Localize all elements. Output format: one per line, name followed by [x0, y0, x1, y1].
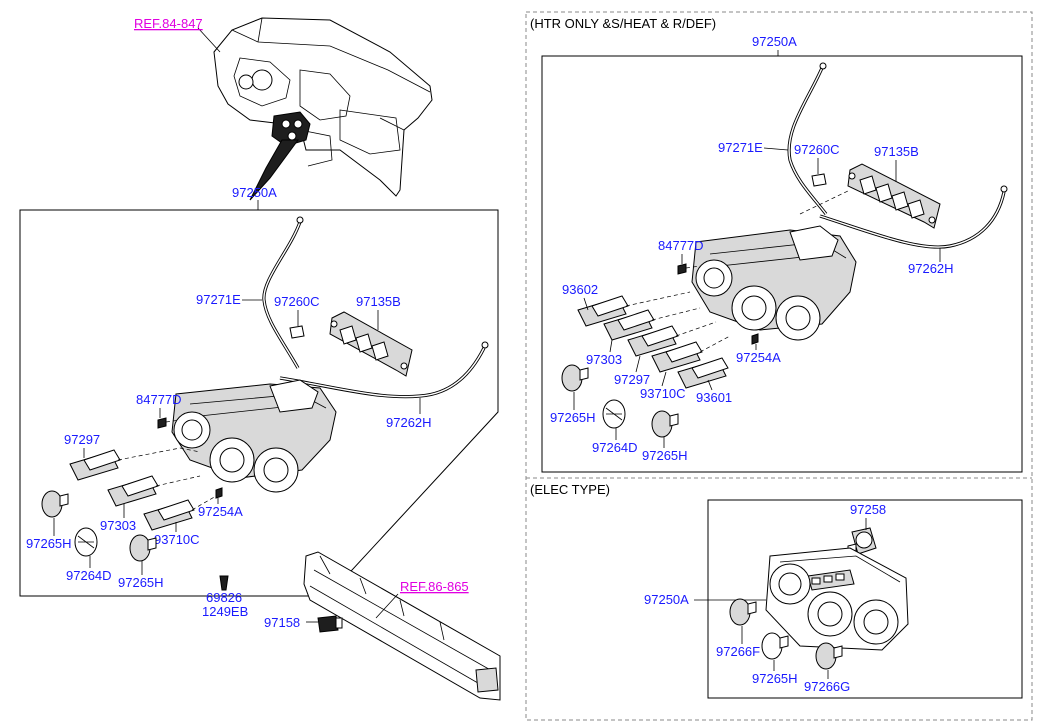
knob-97265h-left-b	[129, 534, 157, 562]
label-bolt-a: 69826	[206, 590, 242, 605]
switch-93710c-rt	[651, 341, 703, 373]
cable-97262h-rt	[819, 185, 1008, 249]
electronic-control-unit	[765, 547, 909, 651]
label-switch-b-rt: 97303	[586, 352, 622, 367]
label-actuator: 97258	[850, 502, 886, 517]
label-switch-a-rt: 97297	[614, 372, 650, 387]
panel-97135b	[329, 311, 413, 377]
cable-97262h	[279, 341, 489, 399]
knob-97264d-left	[74, 527, 98, 557]
label-knob-b-rt: 97264D	[592, 440, 638, 455]
knob-97264d-rt	[602, 399, 626, 429]
panel-97135b-rt	[847, 163, 941, 229]
ref-bar-label[interactable]: REF.86-865	[400, 579, 469, 594]
label-screw-rt: 84777D	[658, 238, 704, 253]
knob-97266f	[729, 598, 757, 626]
label-sensor: 97158	[264, 615, 300, 630]
label-clip-left: 97260C	[274, 294, 320, 309]
label-bulb-rt: 97254A	[736, 350, 781, 365]
label-knob-a-left: 97265H	[26, 536, 72, 551]
knob-97265h-left-a	[41, 490, 69, 518]
label-knob-a-rb: 97266F	[716, 644, 760, 659]
bolt-69826	[219, 575, 229, 591]
heater-control-unit-left	[171, 379, 337, 493]
switch-93601	[677, 357, 729, 389]
label-panel-left: 97135B	[356, 294, 401, 309]
switch-97297-rt	[627, 325, 679, 357]
switch-93602	[577, 295, 629, 327]
right-bottom-frame	[707, 499, 1023, 699]
switch-97303	[107, 475, 159, 507]
crossbar-illustration	[303, 551, 501, 701]
screw-84777d	[157, 417, 167, 429]
left-assembly-frame	[19, 209, 499, 597]
label-switch-b-left: 97303	[100, 518, 136, 533]
right-outer-frame	[525, 11, 1033, 721]
switch-93710c	[143, 499, 195, 531]
switch-97297	[69, 449, 121, 481]
knob-97266g	[815, 642, 843, 670]
clip-97260c	[289, 325, 305, 339]
label-assembly-rb: 97250A	[644, 592, 689, 607]
bulb-97254a-rt	[751, 333, 759, 345]
clip-97260c-rt	[811, 173, 827, 187]
label-knob-b-left: 97264D	[66, 568, 112, 583]
label-cable-b-left: 97262H	[386, 415, 432, 430]
ref-dash-label[interactable]: REF.84-847	[134, 16, 203, 31]
knob-97265h-rt-b	[651, 410, 679, 438]
label-knob-a-rt: 97265H	[550, 410, 596, 425]
label-switch-d-rt: 93602	[562, 282, 598, 297]
dashboard-illustration	[213, 17, 433, 201]
sensor-97158	[317, 615, 343, 633]
label-switch-a-left: 97297	[64, 432, 100, 447]
label-knob-c-left: 97265H	[118, 575, 164, 590]
ref-leader-dash	[197, 27, 221, 53]
label-bolt-b: 1249EB	[202, 604, 248, 619]
label-cable-a-left: 97271E	[196, 292, 241, 307]
cable-97271e-rt	[787, 62, 828, 215]
label-screw-left: 84777D	[136, 392, 182, 407]
label-knob-c-rt: 97265H	[642, 448, 688, 463]
label-knob-b-rb: 97265H	[752, 671, 798, 686]
knob-97265h-rt-a	[561, 364, 589, 392]
right-top-frame	[541, 55, 1023, 473]
label-panel-rt: 97135B	[874, 144, 919, 159]
label-switch-c-left: 93710C	[154, 532, 200, 547]
screw-84777d-rt	[677, 263, 687, 275]
cable-97271e	[262, 216, 304, 369]
section-title-heat-sdef: (HTR ONLY &S/HEAT & R/DEF)	[530, 16, 716, 31]
label-cable-b-rt: 97262H	[908, 261, 954, 276]
label-switch-c-rt: 93710C	[640, 386, 686, 401]
label-switch-e-rt: 93601	[696, 390, 732, 405]
section-title-elec: (ELEC TYPE)	[530, 482, 610, 497]
bulb-97254a	[215, 487, 223, 499]
heater-control-unit-rt	[691, 225, 857, 341]
label-knob-c-rb: 97266G	[804, 679, 850, 694]
label-bulb-left: 97254A	[198, 504, 243, 519]
label-assembly-rt: 97250A	[752, 34, 797, 49]
label-cable-a-rt: 97271E	[718, 140, 763, 155]
ref-leader-bar	[375, 593, 399, 619]
switch-97303-rt	[603, 309, 655, 341]
actuator-97258	[847, 527, 877, 555]
knob-97265h-rb	[761, 632, 789, 660]
label-assembly-left: 97250A	[232, 185, 277, 200]
label-clip-rt: 97260C	[794, 142, 840, 157]
